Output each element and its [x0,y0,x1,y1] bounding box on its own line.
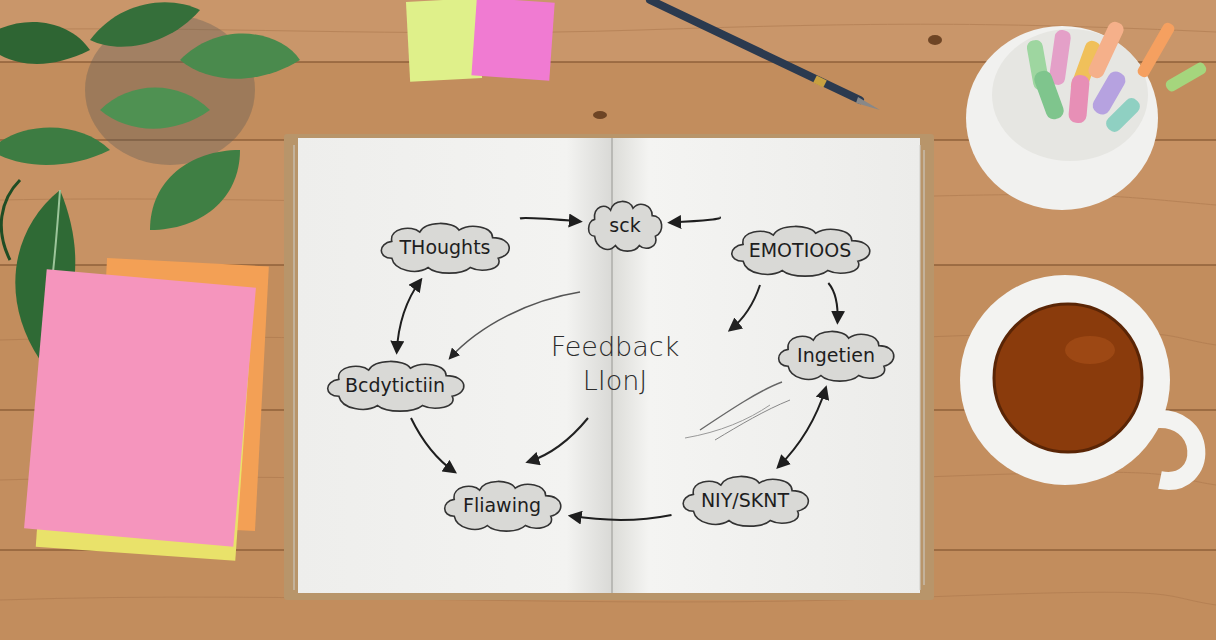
cloud-node: EMOTIOOS [725,222,876,278]
node-label: NIY/SKNT [701,489,789,511]
cycle-arrow [571,515,672,520]
cycle-arrow [397,280,421,352]
center-label: Feedback LIonJ [540,330,690,398]
cloud-node: Bcdytictiin [321,357,470,413]
cloud-node: NIY/SKNT [677,472,814,528]
cycle-arrow [828,283,837,322]
cycle-arrow [411,418,455,472]
cloud-node: THoughts [375,219,515,275]
node-label: Fliawing [463,494,541,516]
cycle-arrow [520,218,580,221]
node-label: THoughts [399,236,490,258]
cloud-node: sck [585,197,665,253]
cycle-arrow [778,388,826,467]
node-label: Ingetien [797,344,875,366]
node-label: EMOTIOOS [749,239,852,261]
node-label: sck [609,214,640,236]
cloud-node: Fliawing [439,477,566,533]
node-label: Bcdytictiin [345,374,445,396]
cloud-node: Ingetien [773,327,899,383]
cycle-arrow [670,217,720,222]
